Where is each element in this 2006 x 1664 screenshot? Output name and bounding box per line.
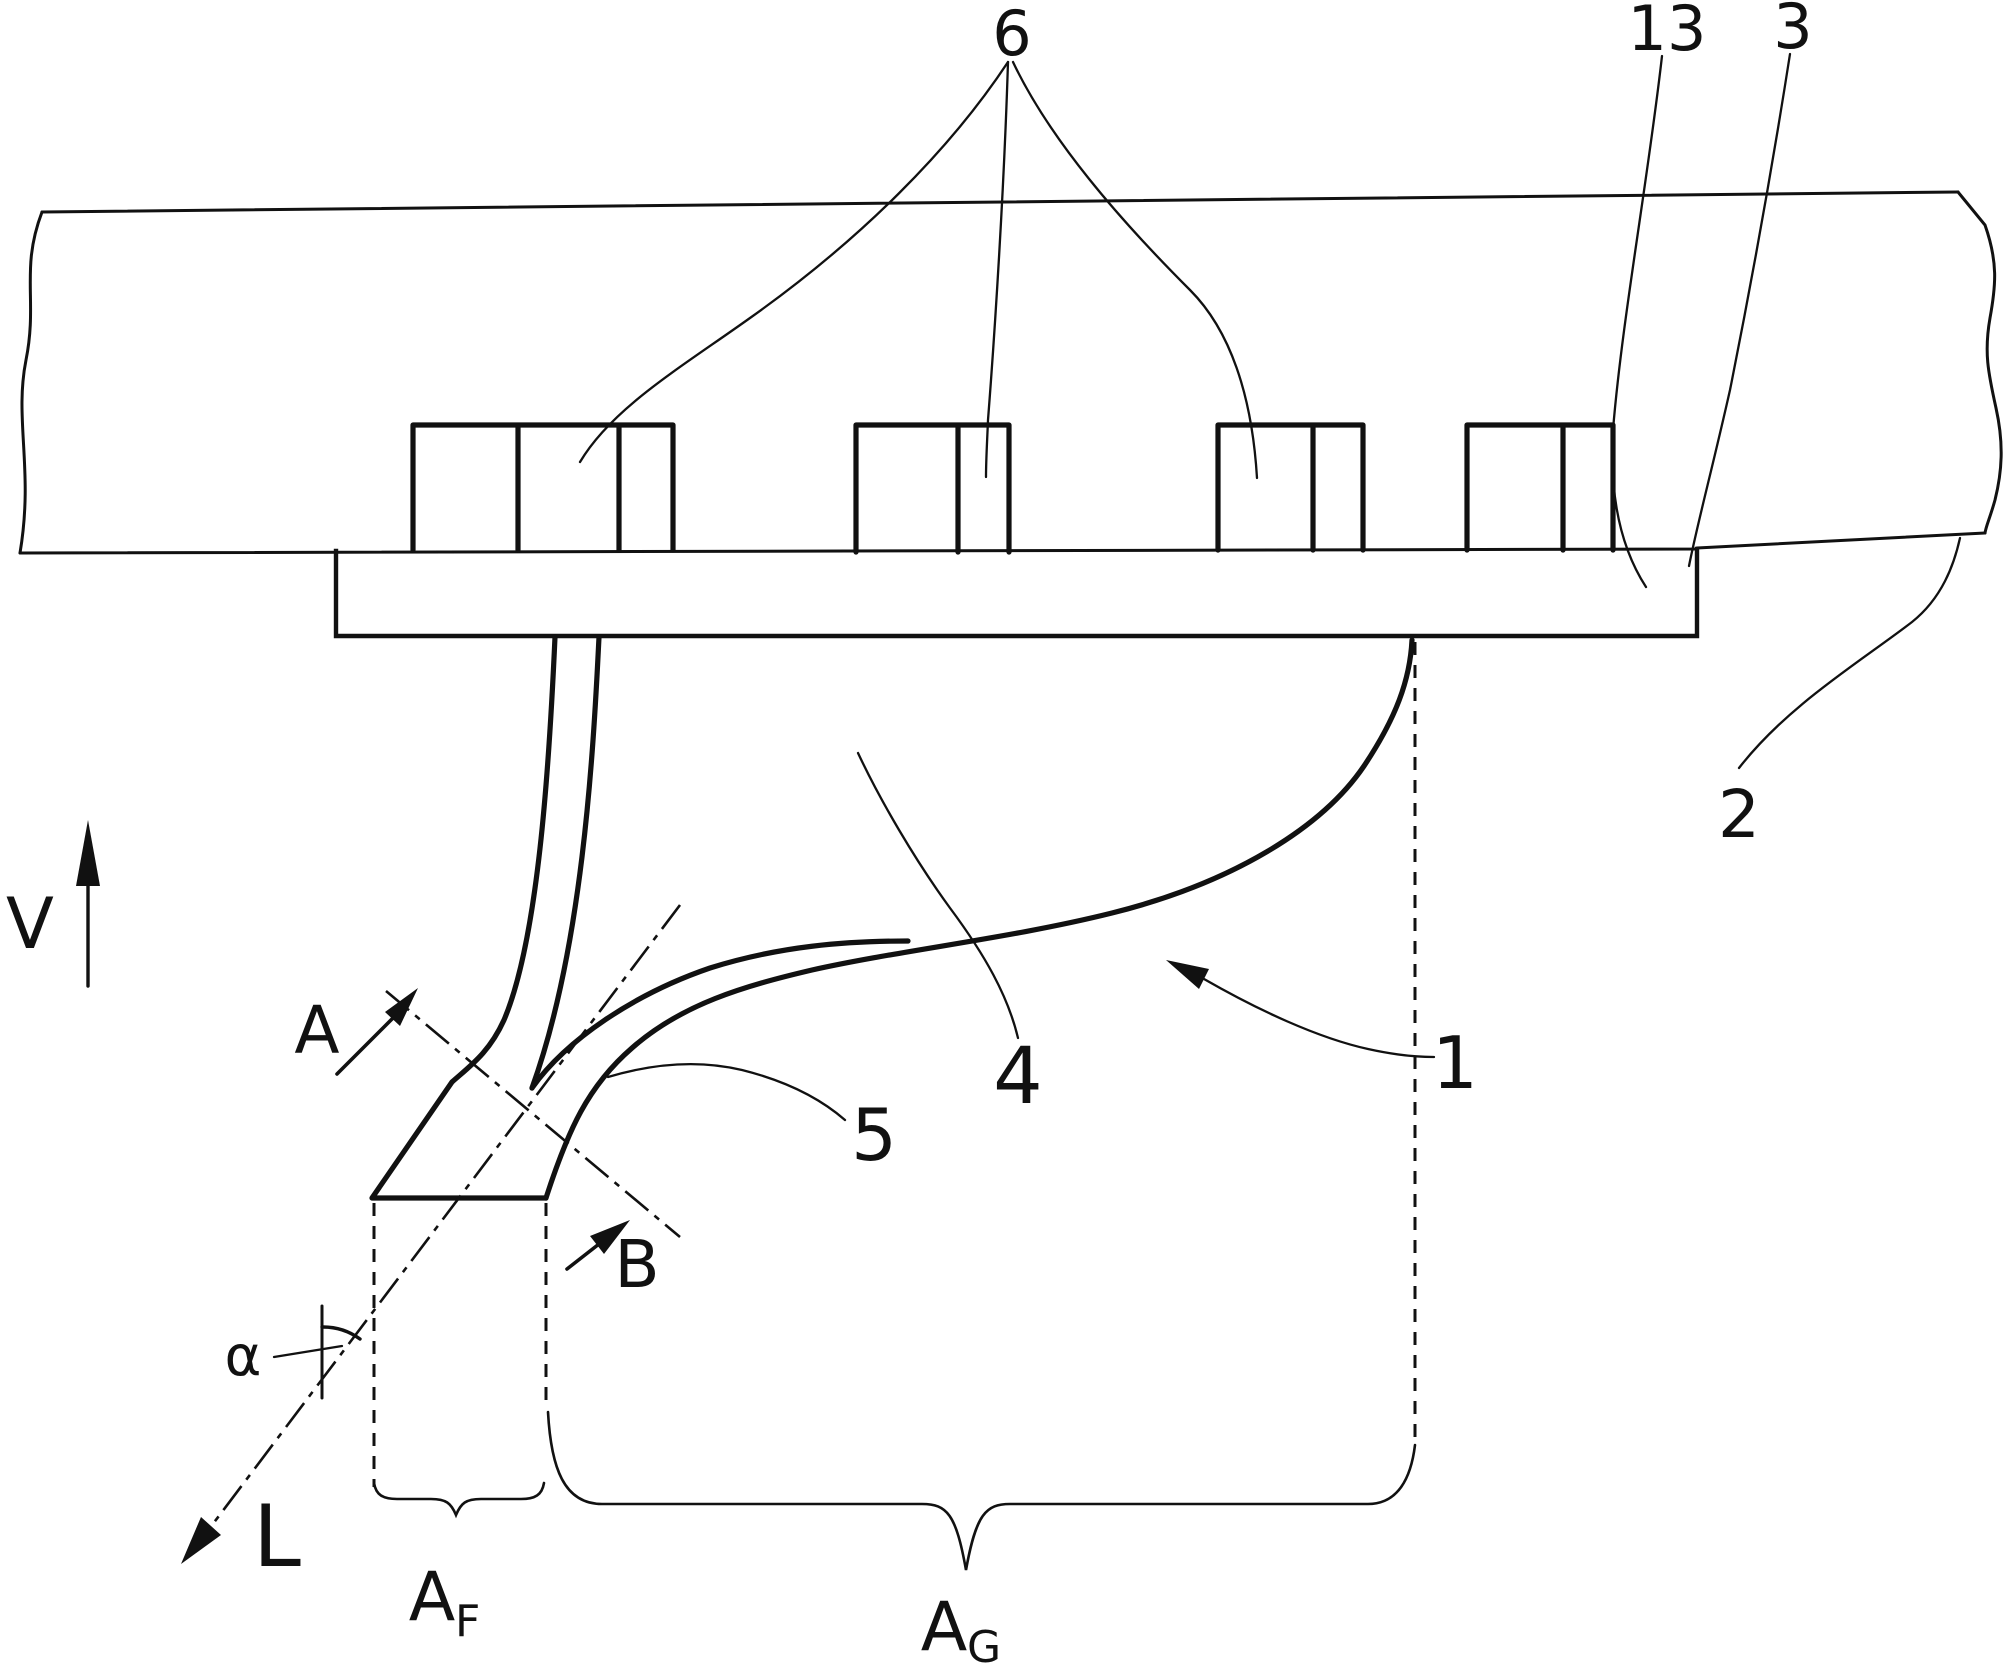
- band-left-break-edge: [18, 210, 44, 555]
- leader-13: [1611, 54, 1664, 589]
- leader-3: [1687, 52, 1792, 568]
- view-b-arrowhead-icon: [590, 1220, 630, 1254]
- brace-af: [372, 1481, 546, 1519]
- bolt-group-1: [410, 422, 676, 553]
- label-dim-ag: AG: [921, 1588, 1001, 1664]
- label-alpha: α: [225, 1324, 262, 1389]
- back-curve: [543, 637, 1415, 1201]
- label-13: 13: [1628, 0, 1707, 65]
- label-2: 2: [1718, 776, 1760, 853]
- leader-1-shaft: [1202, 977, 1436, 1059]
- view-a-arrowhead-icon: [385, 988, 418, 1026]
- angle-leader-line: [272, 1344, 344, 1359]
- angle-arc: [320, 1325, 362, 1341]
- bar-outline: [333, 546, 1700, 639]
- label-1: 1: [1432, 1021, 1478, 1105]
- velocity-arrow: [76, 820, 100, 988]
- band-right-break-edge: [1956, 190, 2003, 535]
- velocity-arrowhead-icon: [76, 820, 100, 886]
- label-6: 6: [992, 0, 1031, 70]
- leader-6-to-bolt3: [1011, 60, 1259, 480]
- view-a-shaft: [335, 1015, 396, 1076]
- construction-lines: [181, 642, 1417, 1564]
- label-dim-af: AF: [409, 1558, 481, 1647]
- length-axis-line: [195, 904, 682, 1546]
- tool-front-edge-and-tip: [369, 634, 558, 1201]
- brace-ag: [546, 1410, 1417, 1571]
- view-arrow-b: [565, 1220, 630, 1271]
- view-b-shaft: [565, 1242, 601, 1271]
- label-3: 3: [1773, 0, 1812, 63]
- label-l: L: [253, 1487, 301, 1587]
- leader-6-to-bolt2: [984, 60, 1010, 479]
- bolt-group-4: [1464, 422, 1616, 553]
- length-axis-arrowhead-icon: [181, 1517, 221, 1564]
- bolt-group-3: [1215, 422, 1366, 553]
- tool-outline: [369, 634, 1415, 1201]
- label-v: V: [6, 883, 54, 965]
- leader-lines: [578, 52, 1962, 1122]
- label-view-a: A: [294, 992, 339, 1069]
- leader-5: [606, 1062, 847, 1122]
- tool-inner-front-edge: [529, 634, 602, 1091]
- label-view-b: B: [614, 1226, 659, 1303]
- bolt-group-2: [853, 422, 1012, 555]
- band-outline: [18, 190, 2003, 555]
- band-top-edge: [40, 190, 1960, 214]
- leader-6-to-bolt1: [578, 60, 1010, 464]
- view-arrow-a: [335, 988, 418, 1076]
- band-bottom-edge: [18, 531, 1987, 555]
- dimension-braces: [372, 1410, 1417, 1571]
- leader-4: [856, 751, 1020, 1040]
- leader-2: [1737, 536, 1962, 770]
- section-trace-line: [385, 990, 681, 1238]
- leader-1-arrowhead-icon: [1166, 960, 1209, 989]
- label-4: 4: [993, 1032, 1043, 1122]
- label-5: 5: [851, 1093, 897, 1177]
- bevel-upper-curve: [529, 938, 911, 1091]
